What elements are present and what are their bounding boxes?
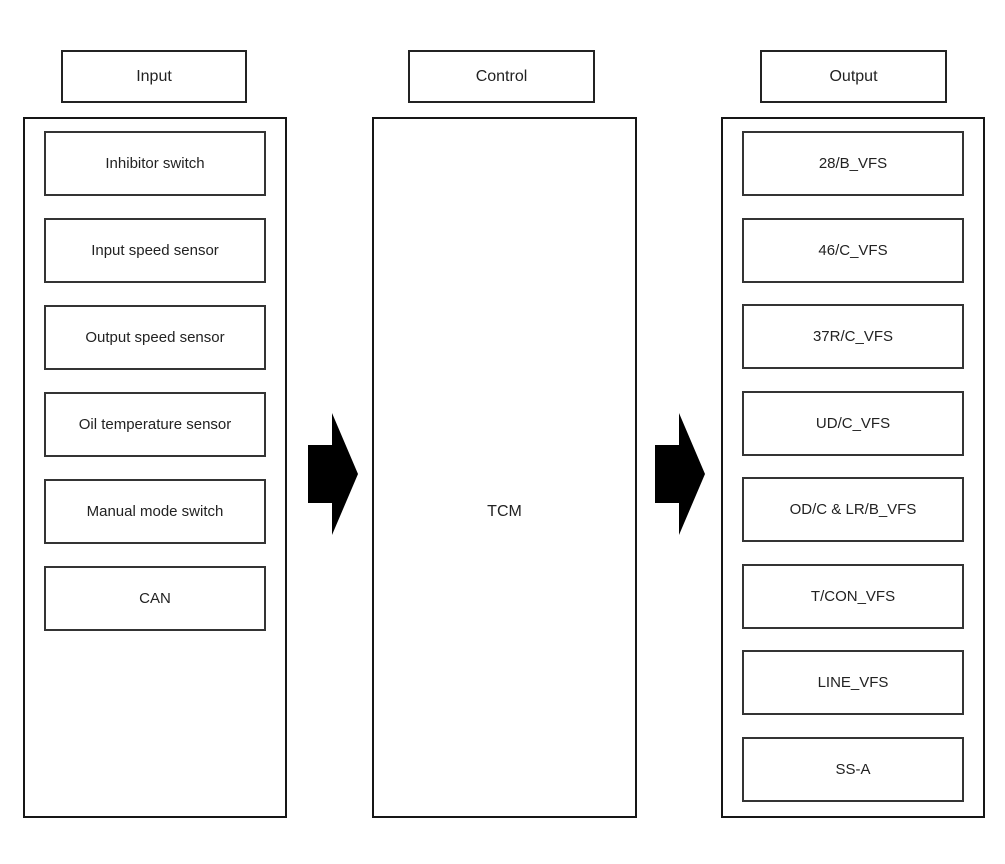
node-manual-mode-switch: Manual mode switch	[44, 479, 266, 544]
node-can: CAN	[44, 566, 266, 631]
node-inhibitor-switch: Inhibitor switch	[44, 131, 266, 196]
node-28b-vfs: 28/B_VFS	[742, 131, 964, 196]
node-odc-lrb-vfs: OD/C & LR/B_VFS	[742, 477, 964, 542]
input-node-stack: Inhibitor switch Input speed sensor Outp…	[44, 131, 266, 631]
node-output-speed-sensor: Output speed sensor	[44, 305, 266, 370]
control-group-box: TCM	[372, 117, 637, 818]
node-udc-vfs: UD/C_VFS	[742, 390, 964, 456]
right-block-arrow-icon	[655, 413, 705, 535]
node-ss-a: SS-A	[742, 736, 964, 802]
input-column-header: Input	[61, 50, 247, 103]
tcm-label: TCM	[487, 503, 522, 520]
output-column-header: Output	[760, 50, 947, 103]
output-group-box: 28/B_VFS 46/C_VFS 37R/C_VFS UD/C_VFS OD/…	[721, 117, 985, 818]
node-tcon-vfs: T/CON_VFS	[742, 563, 964, 629]
output-node-stack: 28/B_VFS 46/C_VFS 37R/C_VFS UD/C_VFS OD/…	[742, 131, 964, 802]
control-column-header: Control	[408, 50, 595, 103]
input-group-box: Inhibitor switch Input speed sensor Outp…	[23, 117, 287, 818]
node-37rc-vfs: 37R/C_VFS	[742, 304, 964, 369]
node-46c-vfs: 46/C_VFS	[742, 217, 964, 283]
right-block-arrow-icon	[308, 413, 358, 535]
node-line-vfs: LINE_VFS	[742, 650, 964, 715]
node-oil-temperature-sensor: Oil temperature sensor	[44, 392, 266, 457]
node-input-speed-sensor: Input speed sensor	[44, 218, 266, 283]
